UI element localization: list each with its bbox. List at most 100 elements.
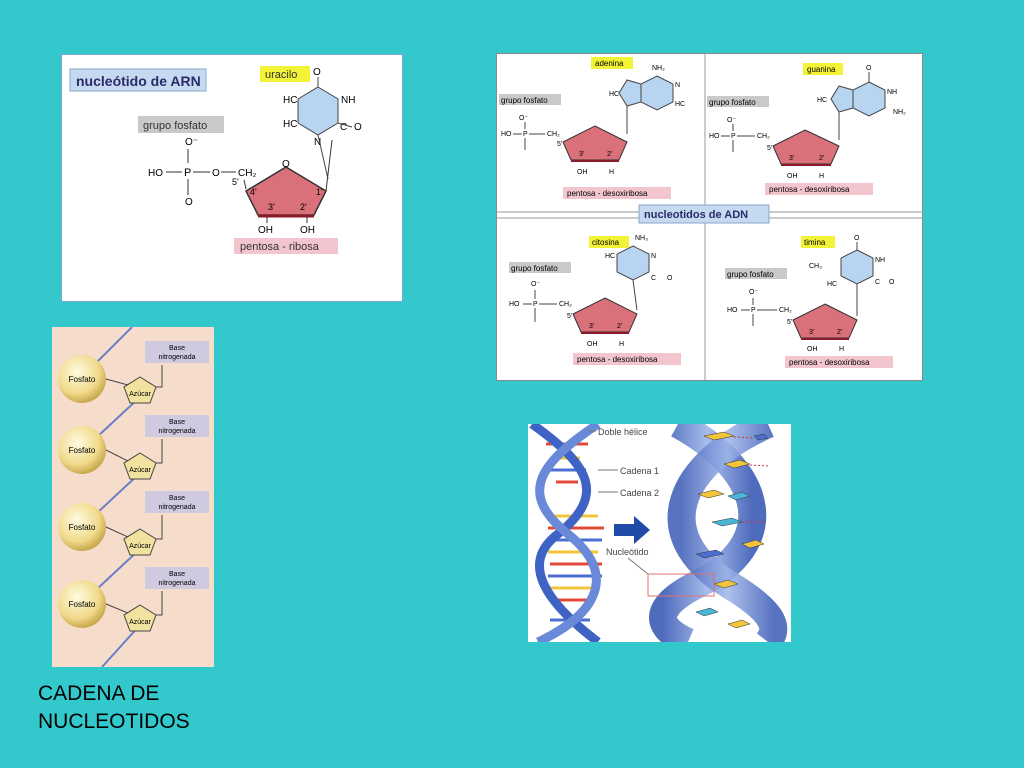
phosphate-label-3: grupo fosfato	[511, 264, 558, 273]
base-label-2b: nitrogenada	[159, 428, 196, 435]
citosina-o: O	[667, 275, 673, 282]
citosina-n: N	[651, 253, 656, 260]
base-label-4b: nitrogenada	[159, 580, 196, 587]
phosphate-ho-4: HO	[727, 307, 738, 314]
carbon-3-1: 3'	[579, 151, 584, 158]
phosphate-label-4: grupo fosfato	[727, 270, 774, 279]
base-label-1a: Base	[169, 345, 185, 352]
strand-1-label: Cadena 1	[620, 466, 659, 476]
uracil-o-right: O	[354, 122, 362, 133]
carbon-2-1: 2'	[607, 151, 612, 158]
helix-label: Doble hélice	[598, 427, 648, 437]
phosphate-p-3: P	[533, 301, 538, 308]
uracilo-label: uracilo	[265, 69, 297, 81]
phosphate-ho-1: HO	[501, 131, 512, 138]
citosina-nh3: NH₃	[635, 235, 648, 242]
carbon-2-3: 2'	[617, 323, 622, 330]
deoxyribose-h-4: H	[839, 346, 844, 353]
phosphate-label: grupo fosfato	[143, 120, 207, 132]
chain-nucleotide-4: Fosfato Azúcar Base nitrogenada	[58, 567, 209, 632]
nucleotide-label: Nucleótido	[606, 547, 649, 557]
nucleotide-chain-panel: Fosfato Azúcar Base nitrogenada Fosfato …	[52, 327, 214, 667]
timina-c: C	[875, 279, 880, 286]
phosphate-p-4: P	[751, 307, 756, 314]
phosphate-ho-2: HO	[709, 133, 720, 140]
deoxyribose-oh-1: OH	[577, 169, 588, 176]
uracil-n: N	[314, 137, 321, 148]
carbon-2-label: 2'	[300, 202, 307, 212]
strand-2-label: Cadena 2	[620, 488, 659, 498]
phosphate-o-bond: O	[212, 168, 220, 179]
adn-nucleotides-panel: adenina grupo fosfato NH₂ HC HC N O⁻ HO …	[496, 53, 923, 381]
adenina-hc-right: HC	[675, 101, 685, 108]
carbon-5-3: 5'	[567, 313, 572, 320]
carbon-5-1: 5'	[557, 141, 562, 148]
ch2-group: CH₂	[238, 168, 256, 179]
phosphate-o-minus-3: O⁻	[531, 281, 540, 288]
arn-nucleotide-panel: nucleótido de ARN uracilo grupo fosfato …	[61, 54, 403, 302]
phosphate-o-bottom: O	[185, 197, 193, 208]
ribose-ring	[245, 166, 327, 216]
phosphate-ball-label-1: Fosfato	[69, 375, 96, 384]
phosphate-o-minus: O⁻	[185, 137, 198, 148]
uracil-hc1: HC	[283, 95, 297, 106]
carbon-3-label: 3'	[268, 202, 275, 212]
sugar-label-1: Azúcar	[129, 391, 151, 398]
uracil-ring	[297, 86, 339, 136]
guanina-nh: NH	[887, 89, 897, 96]
uracil-o-top: O	[313, 67, 321, 78]
ch2-3: CH₂	[559, 301, 572, 308]
adenina-hc: HC	[609, 91, 619, 98]
timina-ch3: CH₃	[809, 263, 822, 270]
carbon-4-label: 4'	[250, 187, 257, 197]
phosphate-ho: HO	[148, 168, 163, 179]
zoomed-base-pairs	[695, 431, 769, 629]
deoxyribose-oh-3: OH	[587, 341, 598, 348]
uracil-hc2: HC	[283, 119, 297, 130]
adenina-nucleotide: adenina grupo fosfato NH₂ HC HC N O⁻ HO …	[499, 57, 685, 199]
carbon-3-4: 3'	[809, 329, 814, 336]
guanina-hc: HC	[817, 97, 827, 104]
deoxyribose-oh-4: OH	[807, 346, 818, 353]
carbon-2-2: 2'	[819, 155, 824, 162]
carbon-3-2: 3'	[789, 155, 794, 162]
arn-title: nucleótido de ARN	[76, 73, 201, 89]
base-label-1b: nitrogenada	[159, 354, 196, 361]
ribose-oh-3: OH	[258, 225, 273, 236]
deoxyribose-label-1: pentosa - desoxiribosa	[567, 189, 648, 198]
phosphate-o-minus-4: O⁻	[749, 289, 758, 296]
nucleotide-chain-diagram: Fosfato Azúcar Base nitrogenada Fosfato …	[58, 327, 209, 667]
base-label-3b: nitrogenada	[159, 504, 196, 511]
transition-arrow	[614, 516, 650, 544]
arn-nucleotide-diagram: nucleótido de ARN uracilo grupo fosfato …	[69, 66, 362, 254]
carbon-5-2: 5'	[767, 145, 772, 152]
timina-o-right: O	[889, 279, 895, 286]
phosphate-o-minus-1: O⁻	[519, 115, 528, 122]
uracil-c: C	[340, 122, 347, 133]
timina-label: timina	[804, 238, 826, 247]
adn-nucleotides-diagram: adenina grupo fosfato NH₂ HC HC N O⁻ HO …	[497, 54, 922, 380]
adn-title: nucleotidos de ADN	[644, 209, 748, 221]
phosphate-ball-label-2: Fosfato	[69, 446, 96, 455]
caption-line-2: NUCLEOTIDOS	[38, 710, 190, 733]
uracil-nh: NH	[341, 95, 355, 106]
phosphate-label-2: grupo fosfato	[709, 98, 756, 107]
phosphate-p: P	[184, 167, 191, 179]
timina-hc: HC	[827, 281, 837, 288]
guanina-o: O	[866, 65, 872, 72]
carbon-3-3: 3'	[589, 323, 594, 330]
chain-nucleotide-2: Fosfato Azúcar Base nitrogenada	[58, 415, 209, 480]
base-label-3a: Base	[169, 495, 185, 502]
deoxyribose-oh-2: OH	[787, 173, 798, 180]
phosphate-ball-label-4: Fosfato	[69, 600, 96, 609]
guanina-label: guanina	[807, 65, 836, 74]
deoxyribose-label-3: pentosa - desoxiribosa	[577, 355, 658, 364]
chain-nucleotide-3: Fosfato Azúcar Base nitrogenada	[58, 491, 209, 556]
timina-o-top: O	[854, 235, 860, 242]
timina-nucleotide: timina grupo fosfato O CH₃ NH HC C O O⁻ …	[725, 235, 895, 368]
deoxyribose-h-2: H	[819, 173, 824, 180]
carbon-5-label: 5'	[232, 177, 239, 187]
carbon-1-label: 1'	[316, 187, 323, 197]
double-helix-panel: Doble hélice Cadena 1 Cadena 2 Nucleótid…	[528, 424, 791, 642]
caption: CADENA DE NUCLEOTIDOS	[38, 680, 190, 736]
